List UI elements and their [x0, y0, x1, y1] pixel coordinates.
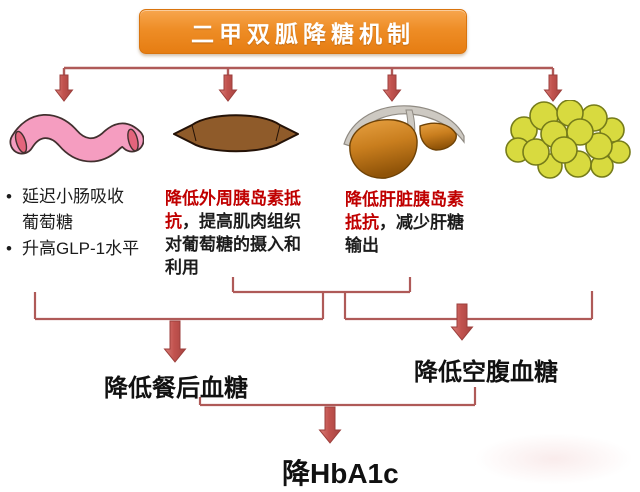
page-title: 二甲双胍降糖机制 — [191, 20, 415, 47]
arrow-to-fat — [543, 74, 563, 102]
muscle-icon — [173, 114, 299, 153]
bullet-text-line: 升高GLP-1水平 — [22, 239, 140, 258]
postprandial-bracket — [33, 292, 323, 321]
arrow-to-intestine — [54, 74, 74, 102]
fasting-bracket — [345, 291, 594, 321]
title-banner: 二甲双胍降糖机制 — [139, 9, 467, 54]
watermark — [474, 433, 634, 485]
arrow-to-muscle — [218, 74, 238, 102]
arrow-to-liver — [382, 74, 402, 102]
postprandial-glucose-label: 降低餐后血糖 — [104, 375, 248, 402]
arrow-to-fasting — [450, 303, 474, 341]
arrow-to-postprandial — [163, 320, 187, 363]
list-item: • 延迟小肠吸收 葡萄糖 — [6, 184, 166, 236]
muscle-liver-bracket — [231, 277, 412, 319]
muscle-mechanism-emphasis: 降低外周胰岛素抵抗 — [165, 189, 301, 231]
liver-mechanism-emphasis: 降低肝脏胰岛素抵抗 — [345, 190, 464, 232]
muscle-mechanism-detail: ，提高肌肉组织对葡萄糖的摄入和利用 — [165, 212, 301, 277]
bullet-text-line: 延迟小肠吸收 — [22, 187, 124, 206]
hba1c-label: 降HbA1c — [282, 458, 399, 489]
intestine-mechanism-text: • 延迟小肠吸收 葡萄糖 • 升高GLP-1水平 — [6, 184, 166, 262]
fat-cells-icon — [505, 100, 631, 179]
arrow-to-final — [318, 406, 342, 444]
liver-mechanism-detail: ，减少肝糖输出 — [345, 213, 464, 255]
bullet-marker: • — [6, 187, 12, 206]
list-item: • 升高GLP-1水平 — [6, 236, 166, 262]
liver-mechanism-text: 降低肝脏胰岛素抵抗，减少肝糖输出 — [345, 188, 471, 257]
intestine-icon — [9, 114, 144, 163]
top-branch-line — [62, 66, 555, 76]
liver-icon — [343, 105, 465, 179]
fasting-glucose-label: 降低空腹血糖 — [414, 359, 558, 386]
bullet-marker: • — [6, 239, 12, 258]
muscle-mechanism-text: 降低外周胰岛素抵抗，提高肌肉组织对葡萄糖的摄入和利用 — [165, 187, 309, 279]
bullet-text-line: 葡萄糖 — [22, 213, 73, 232]
